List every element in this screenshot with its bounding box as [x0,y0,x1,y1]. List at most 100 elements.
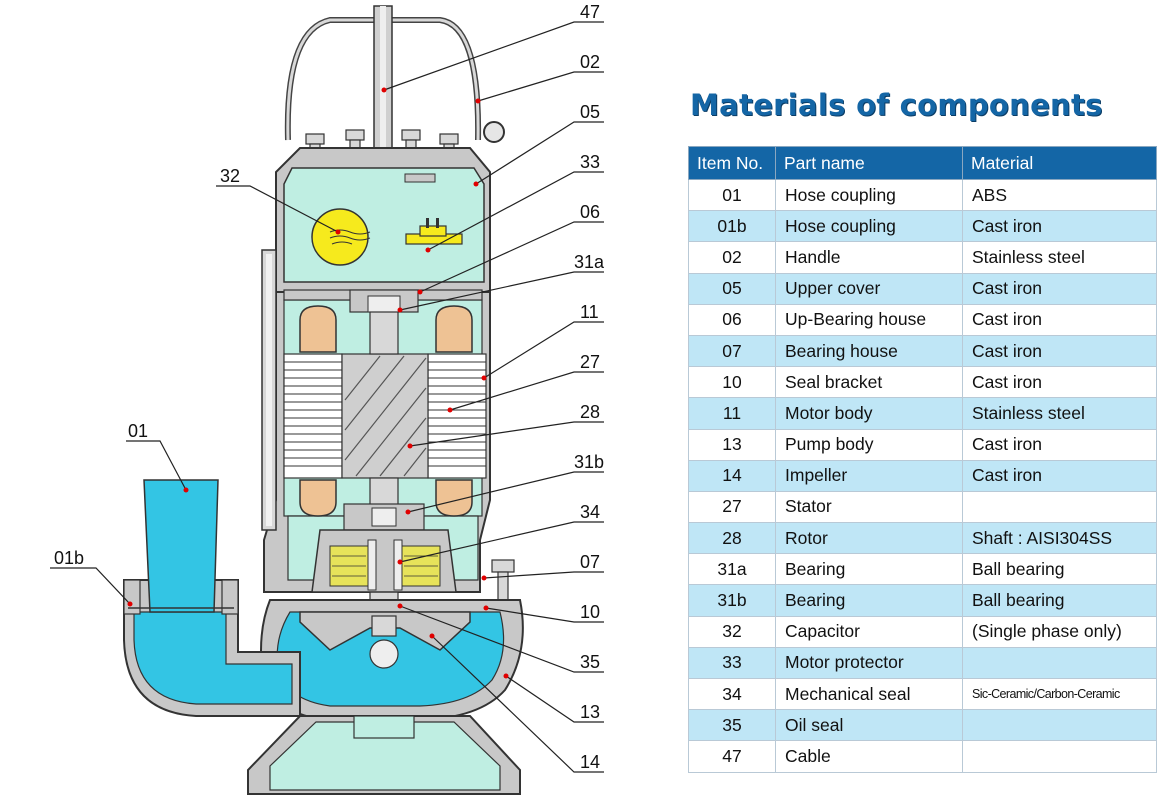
item-no: 27 [688,490,776,524]
part-name: Up-Bearing house [775,303,963,336]
part-name: Bearing house [775,334,963,368]
label-47: 47 [580,2,600,22]
part-name: Handle [775,241,963,274]
material: Cast iron [962,366,1157,399]
material: (Single phase only) [962,615,1157,648]
label-33: 33 [580,152,600,172]
part-name: Motor protector [775,646,963,680]
page-title: Materials of components [690,88,1103,122]
item-no: 01 [688,178,776,212]
label-05: 05 [580,102,600,122]
part-name: Upper cover [775,272,963,305]
material: Ball bearing [962,584,1157,617]
material: Cast iron [962,459,1157,492]
item-no: 14 [688,459,776,492]
header-part-name: Part name [775,146,963,180]
label-10: 10 [580,602,600,622]
rotor [341,353,429,479]
header-item-no: Item No. [688,146,776,180]
material: ABS [962,178,1157,212]
item-no: 35 [688,709,776,742]
oil-chamber [311,529,457,593]
item-no: 31b [688,584,776,617]
item-no: 28 [688,522,776,555]
label-31a: 31a [574,252,605,272]
material: Cast iron [962,272,1157,305]
part-name: Oil seal [775,709,963,742]
material: Ball bearing [962,553,1157,586]
material: Cast iron [962,334,1157,368]
side-cable-guard [261,249,277,531]
pump-cross-section-diagram: 47 02 05 33 06 31a 11 27 28 31b 34 07 10… [50,2,605,795]
capacitor [311,208,371,266]
material: Stainless steel [962,241,1157,274]
material [962,646,1157,680]
item-no: 31a [688,553,776,586]
part-name: Pump body [775,428,963,461]
part-name: Bearing [775,553,963,586]
discharge-pipe [123,479,301,717]
item-no: 11 [688,397,776,430]
label-11: 11 [580,302,599,322]
header-material: Material [962,146,1157,180]
label-01: 01 [128,421,148,441]
leader-dots [127,87,509,679]
part-name: Motor body [775,397,963,430]
material: Stainless steel [962,397,1157,430]
material: Cast iron [962,303,1157,336]
item-no: 10 [688,366,776,399]
material: Cast iron [962,210,1157,243]
item-no: 47 [688,740,776,773]
label-28: 28 [580,402,600,422]
leader-lines [50,21,604,773]
item-no: 06 [688,303,776,336]
item-no: 01b [688,210,776,243]
label-06: 06 [580,202,600,222]
part-name: Rotor [775,522,963,555]
item-no: 32 [688,615,776,648]
item-no: 33 [688,646,776,680]
impeller [299,611,471,669]
label-27: 27 [580,352,600,372]
label-13: 13 [580,702,600,722]
material: Sic-Ceramic/Carbon-Ceramic [962,677,1157,711]
part-name: Hose coupling [775,210,963,243]
item-no: 07 [688,334,776,368]
label-32: 32 [220,166,240,186]
part-name: Stator [775,490,963,524]
label-02: 02 [580,52,600,72]
base-stand [247,715,521,795]
part-name: Cable [775,740,963,773]
material: Shaft : AISI304SS [962,522,1157,555]
handle [284,17,505,143]
part-name: Bearing [775,584,963,617]
table-header-row: Item No. Part name Material [688,146,1157,180]
label-01b: 01b [54,548,84,568]
label-07: 07 [580,552,600,572]
upper-cover [275,147,491,301]
part-name: Capacitor [775,615,963,648]
material [962,740,1157,773]
item-no: 02 [688,241,776,274]
motor-protector [405,218,463,245]
item-no: 13 [688,428,776,461]
stator [283,353,487,479]
label-35: 35 [580,652,600,672]
